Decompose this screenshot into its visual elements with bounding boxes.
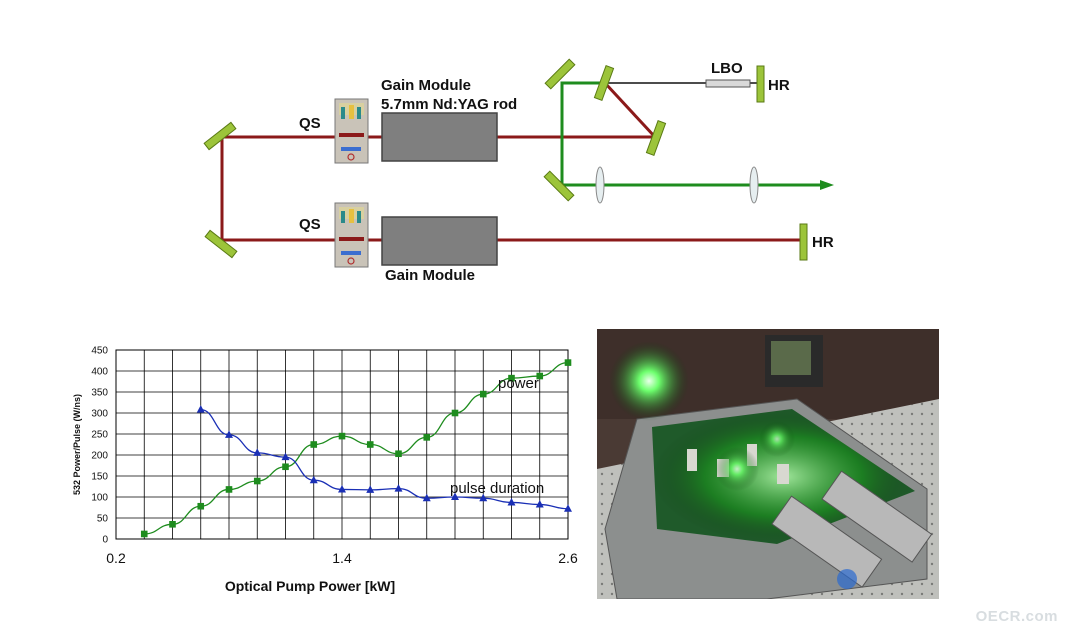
data-point-pulse-duration — [225, 430, 233, 438]
y-tick-label: 150 — [91, 472, 108, 483]
data-point-pulse-duration — [366, 485, 375, 493]
mirror-fold-top — [203, 121, 237, 151]
qs-top-label: QS — [299, 115, 321, 132]
y-tick-label: 50 — [97, 514, 109, 525]
data-point-pulse-duration — [422, 493, 431, 502]
mirrors — [203, 58, 808, 261]
mirror-green-top — [544, 58, 576, 90]
plot-frame — [115, 349, 569, 540]
data-point-pulse-duration — [281, 452, 290, 461]
y-tick-label: 100 — [91, 493, 108, 504]
mirror-fold-bottom — [204, 229, 238, 259]
data-point-power — [508, 374, 515, 382]
q-switch-bottom — [334, 202, 369, 268]
data-point-power — [140, 530, 148, 538]
data-point-pulse-duration — [253, 448, 262, 456]
y-tick-label: 350 — [91, 388, 108, 399]
y-axis-label: 532 Power/Pulse (W/ns) — [72, 394, 82, 495]
y-tick-labels: 0 50 100 150 200 250 300 350 400 450 — [91, 346, 108, 546]
chart-grid — [115, 349, 569, 540]
laser-optical-diagram: QS QS Gain Module 5.7mm Nd:YAG rod Gain … — [203, 58, 834, 284]
mirror-folding-right — [645, 120, 667, 156]
lbo-label: LBO — [711, 60, 743, 77]
y-tick-label: 0 — [102, 535, 108, 546]
gain-module-top — [381, 112, 498, 162]
data-point-pulse-duration — [309, 475, 318, 484]
q-switch-top — [334, 98, 369, 164]
data-point-pulse-duration — [535, 500, 544, 508]
green-beam-path — [560, 81, 825, 187]
legend-power-label: power — [498, 375, 539, 392]
data-point-power — [225, 486, 233, 493]
hr-bottom-label: HR — [812, 234, 834, 251]
gain-module-top-sublabel: 5.7mm Nd:YAG rod — [381, 96, 517, 113]
laser-enclosure-photo — [597, 329, 939, 599]
y-tick-label: 200 — [91, 451, 108, 462]
lenses — [595, 166, 759, 204]
gain-module-bottom-label: Gain Module — [385, 267, 475, 284]
mirror-dichroic — [593, 65, 615, 101]
data-point-power — [253, 477, 261, 485]
data-point-power — [338, 432, 346, 440]
y-tick-label: 450 — [91, 346, 108, 357]
x-axis-label: Optical Pump Power [kW] — [225, 578, 395, 594]
hr-mirror-top — [756, 65, 765, 103]
series-line-1 — [200, 408, 569, 510]
power-pulse-chart: 0 50 100 150 200 250 300 350 400 450 0.2 1.4 2.6 53… — [72, 346, 578, 595]
watermark-text: OECR.com — [975, 608, 1058, 625]
data-point-pulse-duration — [507, 497, 516, 506]
hr-mirror-bottom — [799, 223, 808, 261]
qs-bottom-label: QS — [299, 216, 321, 233]
data-point-power — [564, 359, 572, 366]
data-point-pulse-duration — [564, 504, 572, 512]
data-point-power — [536, 372, 544, 380]
x-tick-labels: 0.2 1.4 2.6 — [106, 550, 578, 566]
mirror-green-bottom — [543, 170, 575, 202]
data-point-power — [310, 441, 318, 448]
x-tick-label: 0.2 — [106, 550, 126, 566]
data-point-pulse-duration — [394, 484, 403, 492]
data-point-pulse-duration — [451, 492, 459, 500]
gain-module-bottom — [381, 216, 498, 266]
y-tick-label: 250 — [91, 430, 108, 441]
data-point-power — [423, 434, 431, 441]
data-point-pulse-duration — [338, 484, 346, 493]
data-point-power — [169, 521, 176, 528]
legend-pulse-duration-label: pulse duration — [450, 480, 544, 497]
hr-top-label: HR — [768, 77, 790, 94]
output-arrow-icon — [820, 180, 834, 190]
lens-left — [595, 166, 605, 204]
data-point-power — [479, 390, 487, 398]
data-point-pulse-duration — [196, 405, 205, 413]
gain-module-top-label: Gain Module — [381, 77, 471, 94]
x-tick-label: 2.6 — [558, 550, 578, 566]
data-point-power — [366, 441, 374, 448]
y-tick-label: 400 — [91, 367, 108, 378]
data-point-power — [282, 463, 289, 471]
data-point-power — [197, 502, 205, 510]
lens-right — [749, 166, 759, 204]
series-line-0 — [144, 361, 569, 535]
y-tick-label: 300 — [91, 409, 108, 420]
data-point-power — [451, 409, 459, 417]
data-point-pulse-duration — [479, 493, 488, 502]
data-point-power — [395, 450, 402, 458]
chart-series — [140, 359, 572, 538]
x-tick-label: 1.4 — [332, 550, 352, 566]
lbo-crystal — [705, 79, 751, 88]
